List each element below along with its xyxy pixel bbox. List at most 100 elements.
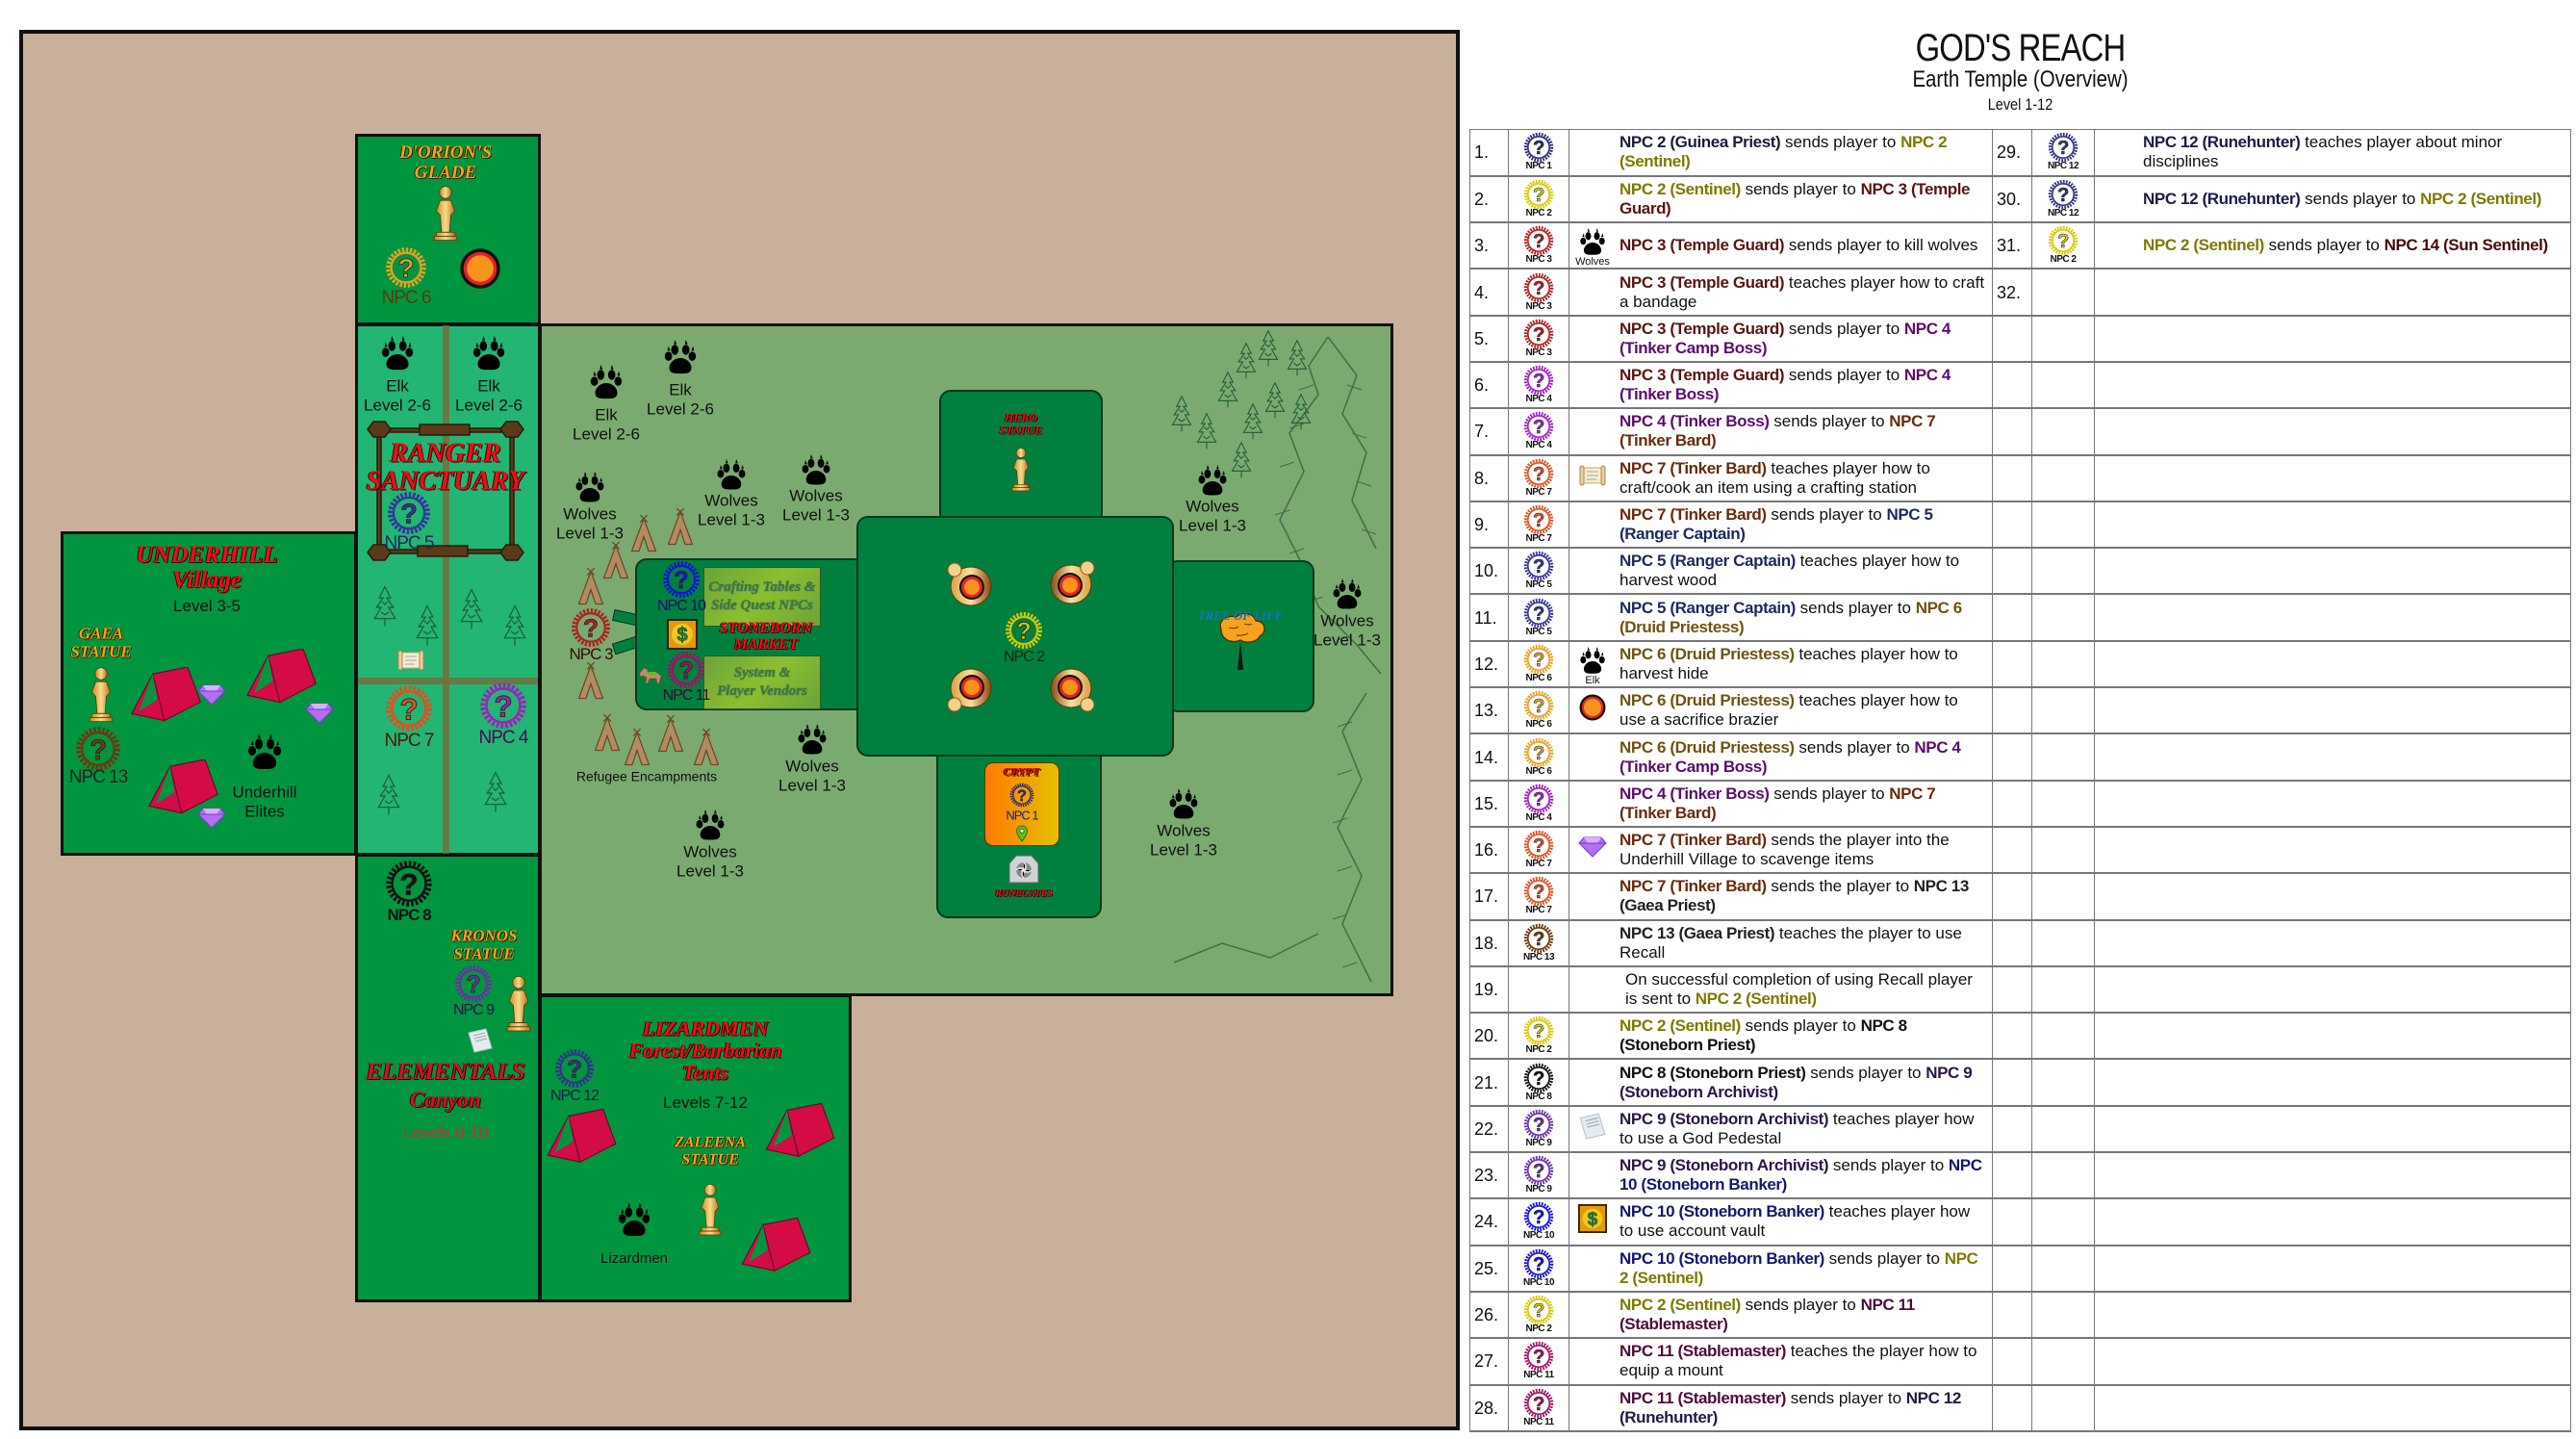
elk-paw-icon[interactable] (379, 336, 416, 373)
step-number (1992, 593, 2032, 642)
npc-13-badge[interactable]: ?NPC 13 (1523, 923, 1555, 963)
quest-giver-icon: ? (2048, 225, 2079, 256)
npc-9-badge[interactable]: ?NPC 9 (1523, 1155, 1554, 1195)
svg-text:?: ? (1533, 1208, 1544, 1229)
tent-icon (129, 667, 202, 723)
quest-giver-icon: ? (1523, 1155, 1554, 1186)
step-description (2094, 1291, 2571, 1340)
npc-name: NPC 4 (Tinker Boss) (1620, 784, 1770, 803)
npc-13-quest-icon[interactable]: ? (75, 726, 121, 772)
npc-12-badge[interactable]: ?NPC 12 (2048, 179, 2079, 218)
wolves-paw-icon[interactable] (800, 454, 832, 487)
wolves-paw-icon[interactable] (796, 724, 829, 757)
wolves-paw-icon[interactable] (715, 459, 748, 492)
wolves-paw-icon[interactable] (1167, 788, 1200, 821)
npc-7-quest-icon[interactable]: ? (385, 684, 433, 732)
npc-2-badge[interactable]: ?NPC 2 (1523, 179, 1554, 218)
mount-horse-icon[interactable] (637, 663, 664, 684)
sacrifice-brazier-icon[interactable] (458, 246, 502, 291)
npc-3-badge[interactable]: ?NPC 3 (1523, 226, 1554, 265)
npc-9-quest-icon[interactable]: ? (454, 964, 493, 1003)
orb-brazier-icon[interactable] (945, 560, 993, 608)
npc-7-badge[interactable]: ?NPC 7 (1523, 830, 1554, 869)
step-number (1992, 407, 2032, 456)
crafting-scroll-icon[interactable] (396, 650, 425, 671)
vendors-area[interactable]: System &Player Vendors (703, 655, 821, 709)
elk-paw-icon[interactable] (662, 340, 699, 376)
npc-4-quest-icon[interactable]: ? (479, 681, 527, 730)
lizardmen-paw-icon[interactable] (616, 1202, 652, 1239)
tree-icon (1290, 393, 1312, 431)
elk-paw-icon[interactable] (588, 365, 625, 401)
elk-paw-icon[interactable] (471, 336, 507, 373)
tree-icon (1217, 371, 1238, 409)
npc-12-label: NPC 12 (549, 1088, 599, 1104)
npc-8-quest-icon[interactable]: ? (385, 860, 433, 908)
npc-1-quest-icon[interactable]: ? (1009, 783, 1034, 808)
step-number: 7. (1469, 407, 1509, 456)
npc-12-quest-icon[interactable]: ? (554, 1048, 595, 1089)
npc-name: NPC 11 (Stablemaster) (1620, 1296, 1915, 1334)
npc-7-badge[interactable]: ?NPC 7 (1523, 504, 1554, 544)
npc-10-badge[interactable]: ?NPC 10 (1523, 1248, 1555, 1288)
npc-3-badge[interactable]: ?NPC 3 (1523, 272, 1554, 312)
wolves-paw-icon[interactable] (1196, 465, 1229, 498)
orb-brazier-icon[interactable] (1049, 558, 1097, 606)
npc-7-badge[interactable]: ?NPC 7 (1523, 458, 1554, 498)
npc-4-badge[interactable]: ?NPC 4 (1523, 784, 1554, 823)
statue-icon[interactable] (1010, 448, 1032, 492)
statue-icon[interactable] (698, 1182, 723, 1238)
step-description (2094, 1337, 2571, 1386)
underhill-elites-paw-icon[interactable] (245, 733, 284, 772)
npc-4-badge[interactable]: ?NPC 4 (1523, 365, 1554, 404)
npc-6-badge[interactable]: ?NPC 6 (1523, 691, 1554, 730)
npc-11-badge[interactable]: ?NPC 11 (1523, 1388, 1554, 1427)
npc-6-badge[interactable]: ?NPC 6 (1523, 737, 1554, 777)
npc-4-badge[interactable]: ?NPC 4 (1523, 412, 1554, 450)
quest-step-row: 18. ?NPC 13 NPC 13 (Gaea Priest) teaches… (1469, 919, 2571, 967)
npc-5-quest-icon[interactable]: ? (387, 491, 431, 535)
npc-8-badge[interactable]: ?NPC 8 (1523, 1063, 1554, 1102)
wolves-paw-icon[interactable] (574, 472, 606, 504)
npc-5-badge[interactable]: ?NPC 5 (1523, 598, 1554, 637)
gem-icon[interactable] (197, 684, 226, 706)
god-pedestal-note-icon[interactable] (467, 1027, 494, 1054)
gem-icon[interactable] (197, 808, 226, 829)
npc-7-badge[interactable]: ?NPC 7 (1523, 877, 1554, 915)
npc-2-badge[interactable]: ?NPC 2 (1523, 1295, 1554, 1334)
npc-6-badge[interactable]: ?NPC 6 (1523, 644, 1554, 683)
orb-brazier-icon[interactable] (1049, 666, 1097, 714)
npc-10-quest-icon[interactable]: ? (662, 560, 701, 599)
npc-cell (2031, 315, 2095, 363)
npc-2-badge[interactable]: ?NPC 2 (2048, 226, 2079, 265)
tree-of-life-icon[interactable] (1194, 599, 1287, 672)
npc-6-quest-icon[interactable]: ? (385, 246, 427, 289)
statue-icon[interactable] (432, 186, 459, 242)
start-location-pin-icon[interactable] (1015, 825, 1029, 842)
npc-12-badge[interactable]: ?NPC 12 (2048, 133, 2079, 171)
npc-name: NPC 6 (Druid Priestess) (1620, 691, 1795, 710)
gem-icon[interactable] (305, 703, 334, 724)
npc-11-quest-icon[interactable]: ? (667, 651, 705, 689)
wolves-paw-icon[interactable] (1331, 578, 1364, 611)
quest-step-row: 19. On successful completion of using Re… (1469, 965, 2571, 1015)
statue-icon[interactable] (505, 974, 532, 1034)
account-vault-icon[interactable]: $ (667, 619, 698, 650)
statue-icon[interactable] (88, 667, 115, 723)
npc-5-badge[interactable]: ?NPC 5 (1523, 552, 1554, 590)
npc-1-badge[interactable]: ?NPC 1 (1523, 133, 1554, 171)
npc-10-badge[interactable]: ?NPC 10 (1523, 1202, 1555, 1241)
npc-name: NPC 3 (Temple Guard) (1620, 236, 1785, 255)
runegate-icon[interactable] (1008, 855, 1039, 884)
npc-11-badge[interactable]: ?NPC 11 (1523, 1342, 1554, 1380)
npc-9-badge[interactable]: ?NPC 9 (1523, 1109, 1554, 1148)
orb-brazier-icon[interactable] (945, 666, 993, 714)
npc-2-quest-icon[interactable]: ? (1005, 611, 1043, 650)
wolves-paw-icon[interactable] (694, 809, 727, 842)
npc-9-label: NPC 9 (452, 1002, 495, 1018)
npc-3-badge[interactable]: ?NPC 3 (1523, 319, 1554, 358)
npc-3-quest-icon[interactable]: ? (571, 607, 611, 648)
crafting-tables-area[interactable]: Crafting Tables &Side Quest NPCs (703, 567, 821, 627)
npc-2-badge[interactable]: ?NPC 2 (1523, 1016, 1554, 1055)
